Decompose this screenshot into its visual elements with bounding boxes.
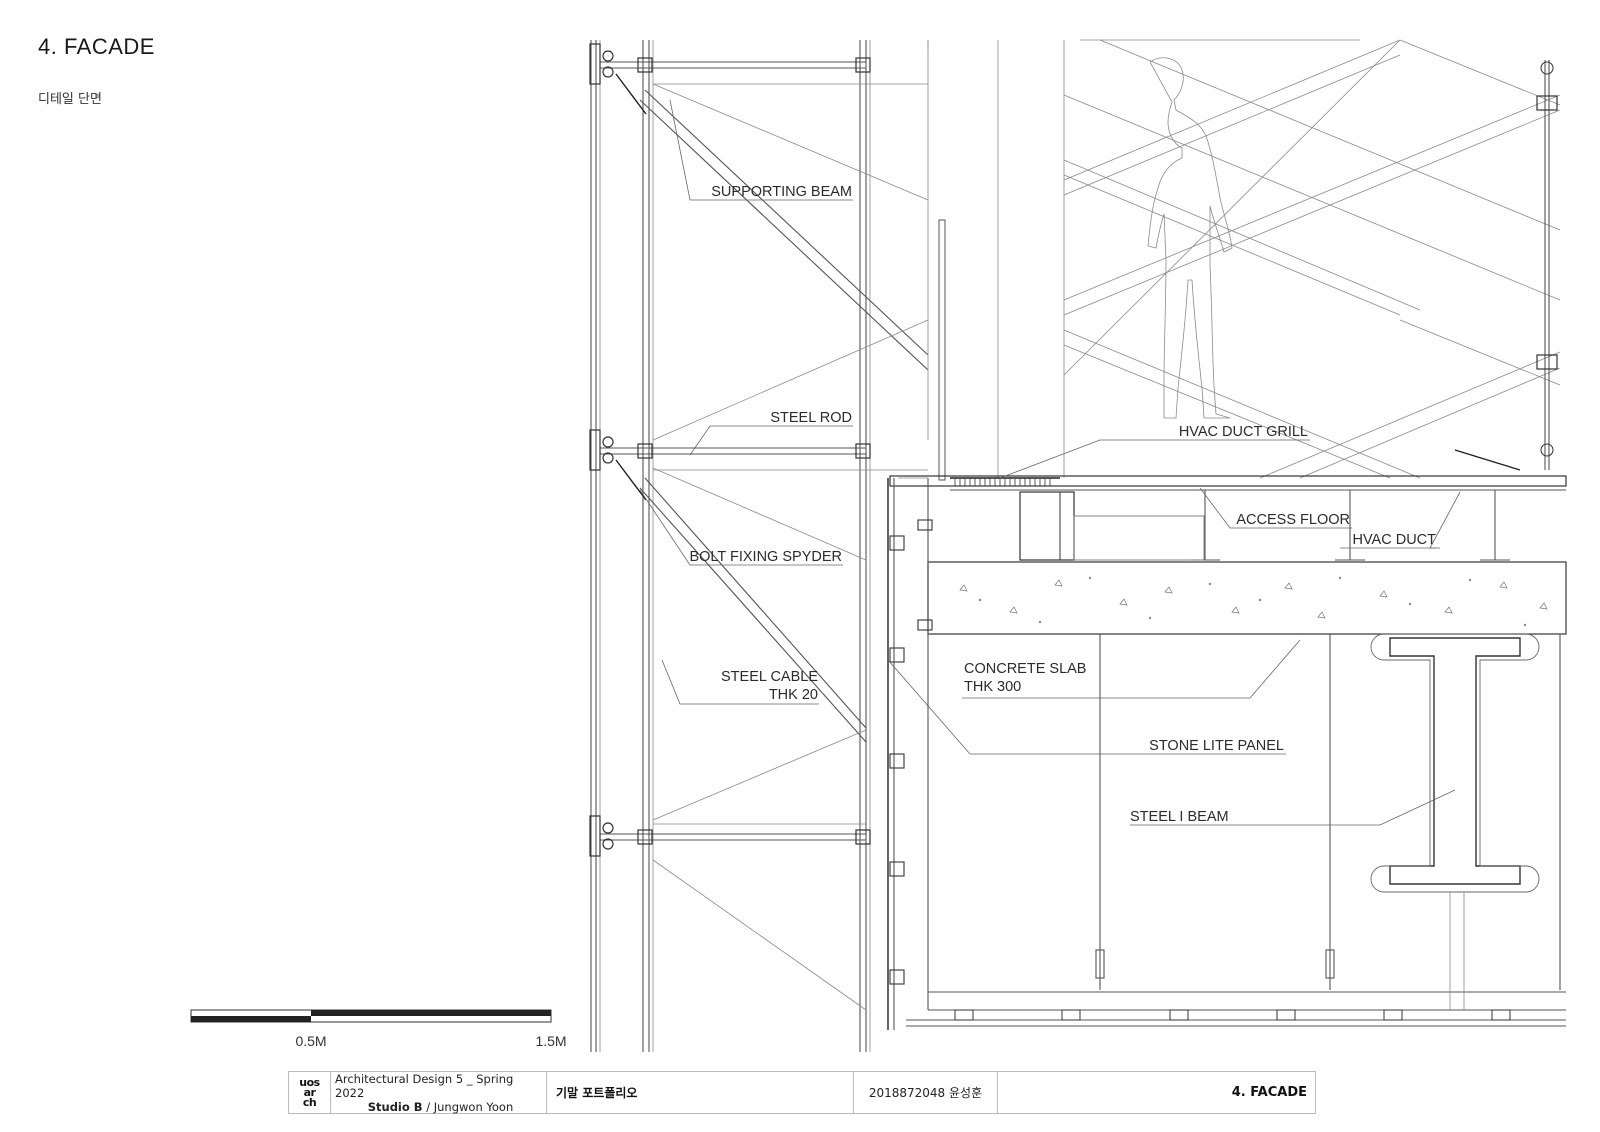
bolt-fixing-spyders (589, 43, 871, 857)
steel-cables (639, 83, 929, 1011)
label-hvac-duct: HVAC DUCT (1352, 532, 1436, 548)
studio-name: Studio B (367, 1099, 423, 1114)
section-title: 4. FACADE (1231, 1085, 1307, 1100)
label-steel-cable: STEEL CABLE (721, 669, 818, 685)
label-hvac-duct-grill: HVAC DUCT GRILL (1179, 424, 1308, 440)
course-cell: Architectural Design 5 _ Spring 2022 Stu… (331, 1071, 547, 1114)
portfolio-title: 기말 포트폴리오 (547, 1072, 854, 1113)
course-name: Architectural Design 5 _ Spring 2022 (335, 1071, 514, 1100)
leader-lines (639, 99, 1461, 826)
label-bolt-fixing-spyder: BOLT FIXING SPYDER (689, 549, 842, 565)
steel-i-beam (1370, 633, 1540, 1010)
label-steel-i-beam: STEEL I BEAM (1130, 809, 1229, 825)
studio-instructor: / Jungwon Yoon (422, 1099, 514, 1114)
ceiling-structure (1063, 39, 1561, 479)
label-supporting-beam: SUPPORTING BEAM (711, 184, 852, 200)
label-stone-lite-panel: STONE LITE PANEL (1149, 738, 1284, 754)
logo-cell: uos ar ch (289, 1072, 331, 1113)
annotation-labels: SUPPORTING BEAM STEEL ROD BOLT FIXING SP… (689, 184, 1436, 825)
student-id: 2018872048 윤성훈 (854, 1072, 998, 1113)
human-figure (1147, 57, 1233, 419)
stone-lite-panel (887, 477, 933, 1030)
logo-line-2: ar (303, 1085, 316, 1099)
logo-line-1: uos (299, 1075, 320, 1089)
ceiling-fixtures (954, 1009, 1511, 1021)
title-block-footer: uos ar ch Architectural Design 5 _ Sprin… (288, 1071, 1316, 1114)
page-title: 4. FACADE (38, 34, 155, 59)
concrete-slab (927, 561, 1567, 635)
scale-bar: 0.5M 1.5M (190, 1009, 567, 1049)
label-concrete-slab-thk: THK 300 (964, 679, 1021, 695)
page-subtitle: 디테일 단면 (38, 92, 102, 107)
glass-facade (590, 40, 929, 1052)
label-access-floor: ACCESS FLOOR (1236, 512, 1350, 528)
studio-line: Studio B / Jungwon Yoon (368, 1100, 514, 1114)
label-steel-rod: STEEL ROD (770, 410, 852, 426)
ceiling-hangers (906, 634, 1566, 1027)
label-concrete-slab: CONCRETE SLAB (964, 661, 1086, 677)
scale-label-end: 1.5M (535, 1033, 566, 1049)
interior-frame (927, 40, 1065, 481)
scale-label-mid: 0.5M (295, 1033, 326, 1049)
access-floor-system (889, 475, 1567, 561)
steel-rods (600, 61, 928, 841)
uos-arch-logo: uos ar ch (299, 1075, 320, 1109)
logo-line-3: ch (302, 1095, 317, 1109)
label-steel-cable-thk: THK 20 (769, 687, 818, 703)
ceiling-node-fittings (1454, 60, 1558, 471)
